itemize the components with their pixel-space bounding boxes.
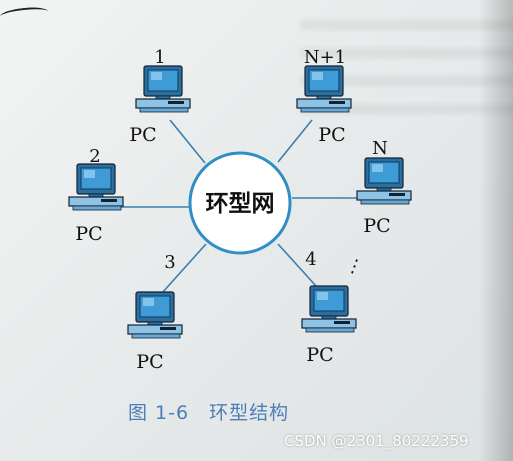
computer-icon	[127, 291, 183, 339]
pc-label: PC	[75, 223, 102, 245]
link-pc-4	[277, 243, 317, 287]
pc-label: PC	[136, 351, 163, 373]
pc-node-n-plus-1	[296, 65, 352, 113]
pc-node-1	[135, 65, 191, 113]
computer-icon	[68, 163, 124, 211]
ring-node: 环型网	[188, 151, 292, 255]
computer-icon	[135, 65, 191, 113]
computer-icon	[356, 157, 412, 205]
network-links	[118, 119, 357, 294]
pc-label: PC	[129, 124, 156, 146]
pc-label: PC	[306, 344, 333, 366]
pc-label: PC	[363, 215, 390, 237]
computer-icon	[301, 285, 357, 333]
watermark: CSDN @2301_80222359	[284, 432, 469, 450]
node-number: 1	[154, 47, 165, 68]
link-pc-n-plus-1	[277, 119, 313, 163]
node-number: N	[372, 138, 388, 159]
pc-node-3	[127, 291, 183, 339]
pc-node-2	[68, 163, 124, 211]
page-edge-shadow	[479, 0, 513, 461]
link-pc-1	[169, 119, 206, 164]
pc-node-4	[301, 285, 357, 333]
figure-title: 环型结构	[209, 402, 290, 424]
pc-label: PC	[318, 124, 345, 146]
more-nodes-ellipsis: ⋮	[342, 254, 366, 280]
node-number: N+1	[304, 47, 346, 68]
figure-number: 图 1-6	[128, 402, 190, 424]
link-pc-3	[161, 243, 207, 294]
node-number: 3	[164, 252, 175, 273]
node-number: 2	[89, 146, 100, 167]
figure-caption: 图 1-6 环型结构	[128, 398, 309, 425]
node-number: 4	[305, 249, 316, 270]
ring-label: 环型网	[206, 191, 275, 217]
pc-node-n	[356, 157, 412, 205]
computer-icon	[296, 65, 352, 113]
